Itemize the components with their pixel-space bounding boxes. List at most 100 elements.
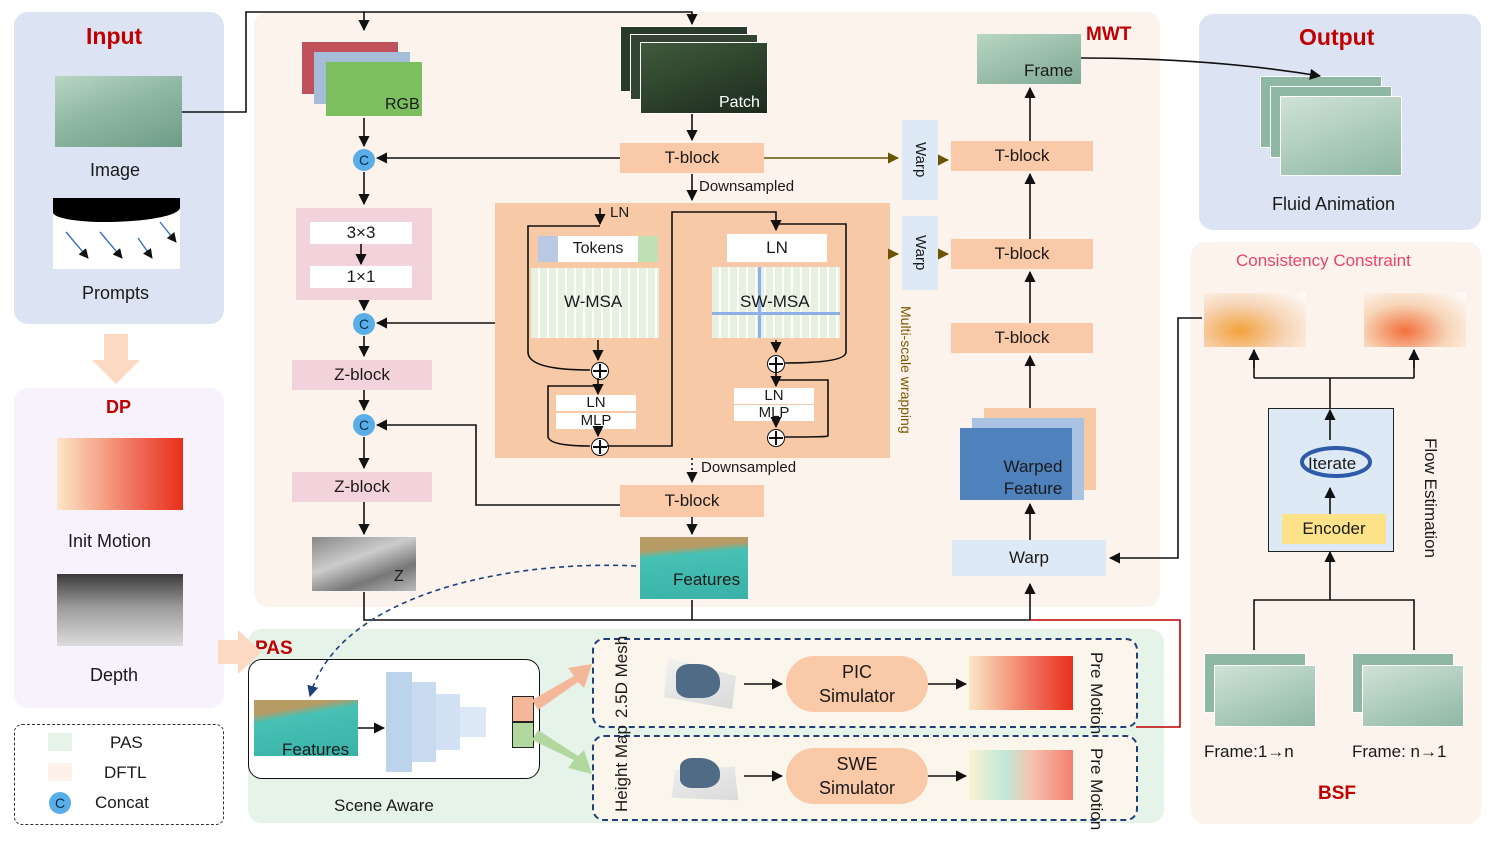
warped-feature-label: Warped Feature <box>1003 457 1063 498</box>
mlp-left: MLP <box>556 413 636 429</box>
input-title: Input <box>86 23 143 49</box>
pas-title: PAS <box>255 638 293 659</box>
encoder-block: Encoder <box>1282 514 1386 544</box>
add-icon-4 <box>767 429 785 447</box>
depth-label: Depth <box>90 665 139 685</box>
rgb-stack-front <box>326 62 422 116</box>
rgb-label: RGB <box>385 96 420 113</box>
arrow-input-dp <box>92 334 140 384</box>
downsampled-1: Downsampled <box>699 178 795 195</box>
arrow-pas-swe <box>532 730 592 774</box>
frame-bwd-stack-front <box>1362 665 1464 727</box>
pic-simulator-label: PIC Simulator <box>786 660 928 708</box>
edge-to-right-path <box>607 211 782 447</box>
concat-2-icon: C <box>353 313 375 335</box>
warp-bottom: Warp <box>952 540 1106 576</box>
features-label: Features <box>673 570 741 589</box>
consistency-label: Consistency Constraint <box>1236 251 1411 270</box>
swmsa-grid <box>712 267 840 338</box>
depth-image <box>57 574 183 646</box>
pas-features-label: Features <box>282 740 350 759</box>
encoder-layer-4 <box>460 707 486 737</box>
zblock-2: Z-block <box>292 472 432 502</box>
edge-left-res2 <box>547 385 598 447</box>
init-motion-image <box>57 438 183 510</box>
init-motion-label: Init Motion <box>68 531 152 551</box>
frame-label: Frame <box>1024 61 1074 80</box>
edge-swin-left-loop <box>527 225 600 371</box>
mlp-right: MLP <box>734 405 814 421</box>
edge-flow-warp <box>1108 317 1202 564</box>
zblock-1: Z-block <box>292 360 432 390</box>
flow-estimation-label: Flow Estimation <box>1421 438 1440 558</box>
pre-motion-image-2 <box>969 750 1073 800</box>
swe-simulator-text: SWE Simulator <box>818 754 896 798</box>
downsampled-2: Downsampled <box>701 459 797 476</box>
height-map-shape <box>680 758 720 788</box>
ln-left-small: LN <box>556 395 636 411</box>
pic-simulator-box <box>786 656 928 712</box>
swmsa-line-h <box>712 312 840 315</box>
edge-frames-encoder <box>1253 552 1415 650</box>
class-token-bottom <box>512 722 534 748</box>
input-image <box>55 76 182 147</box>
input-panel <box>14 12 224 324</box>
concat-1-icon: C <box>353 149 375 171</box>
ln-right-small: LN <box>734 388 814 404</box>
output-title: Output <box>1299 24 1375 50</box>
edge-right-loop <box>776 223 847 364</box>
legend-dftl-swatch <box>48 763 72 781</box>
iterate-label: Iterate <box>1308 454 1357 473</box>
mesh-shape <box>676 664 720 698</box>
pas-features-image <box>254 700 358 756</box>
tokens-swatch-green <box>638 236 658 262</box>
concat-3-icon: C <box>353 414 375 436</box>
warped-feature-line1: Warped Feature <box>998 456 1068 500</box>
warp-1: Warp <box>902 120 938 200</box>
pre-motion-label-1: Pre Motion <box>1087 652 1106 735</box>
patch-label: Patch <box>719 94 760 111</box>
legend-pas-swatch <box>48 733 72 751</box>
conv3-label: 3×3 <box>310 222 412 244</box>
warped-stack-front <box>960 428 1072 500</box>
edge-top-to-patch <box>364 11 698 26</box>
edge-z-bottom <box>363 582 1036 621</box>
arrow-pas-pic <box>532 664 592 710</box>
encoder-layer-2 <box>412 682 436 762</box>
mwt-title: MWT <box>1086 24 1132 45</box>
ln-right-box: LN <box>727 234 827 262</box>
flow-image-left <box>1204 293 1306 347</box>
tblock-right-1: T-block <box>951 141 1093 171</box>
scene-aware-label: Scene Aware <box>334 796 434 815</box>
arrow-dp-pas <box>218 630 262 674</box>
frame-fwd-stack-front <box>1214 665 1316 727</box>
class-token-top <box>512 696 534 722</box>
tokens-swatch-blue <box>538 236 558 262</box>
ln-top: LN <box>610 204 630 221</box>
tblock-right-3: T-block <box>951 323 1093 353</box>
swmsa-line-v <box>758 267 761 338</box>
add-icon-3 <box>767 355 785 373</box>
frame-bwd-label: Frame: n→1 <box>1352 742 1447 761</box>
legend-pas-label: PAS <box>110 733 143 752</box>
pre-motion-image-1 <box>969 656 1073 710</box>
output-stack-1 <box>1280 96 1402 176</box>
z-image <box>312 537 416 591</box>
frame-image <box>977 34 1081 84</box>
tblock-mid: T-block <box>620 485 764 517</box>
warp-2: Warp <box>902 216 938 290</box>
swe-simulator-box <box>786 748 928 804</box>
edge-tblock-concat3 <box>375 419 620 506</box>
legend-box <box>14 724 224 825</box>
add-icon-1 <box>591 362 609 380</box>
tblock-top: T-block <box>620 143 764 173</box>
edge-frame-output <box>1080 57 1322 80</box>
swe-simulator-label: SWE Simulator <box>786 752 928 800</box>
legend-concat-label: Concat <box>95 793 149 812</box>
edge-pas-red <box>1030 619 1181 728</box>
prompts-label: Prompts <box>82 283 150 303</box>
z-label: Z <box>394 568 404 585</box>
output-label: Fluid Animation <box>1272 194 1396 214</box>
pic-simulator-text: PIC Simulator <box>818 662 896 706</box>
encoder-layer-1 <box>386 672 412 772</box>
